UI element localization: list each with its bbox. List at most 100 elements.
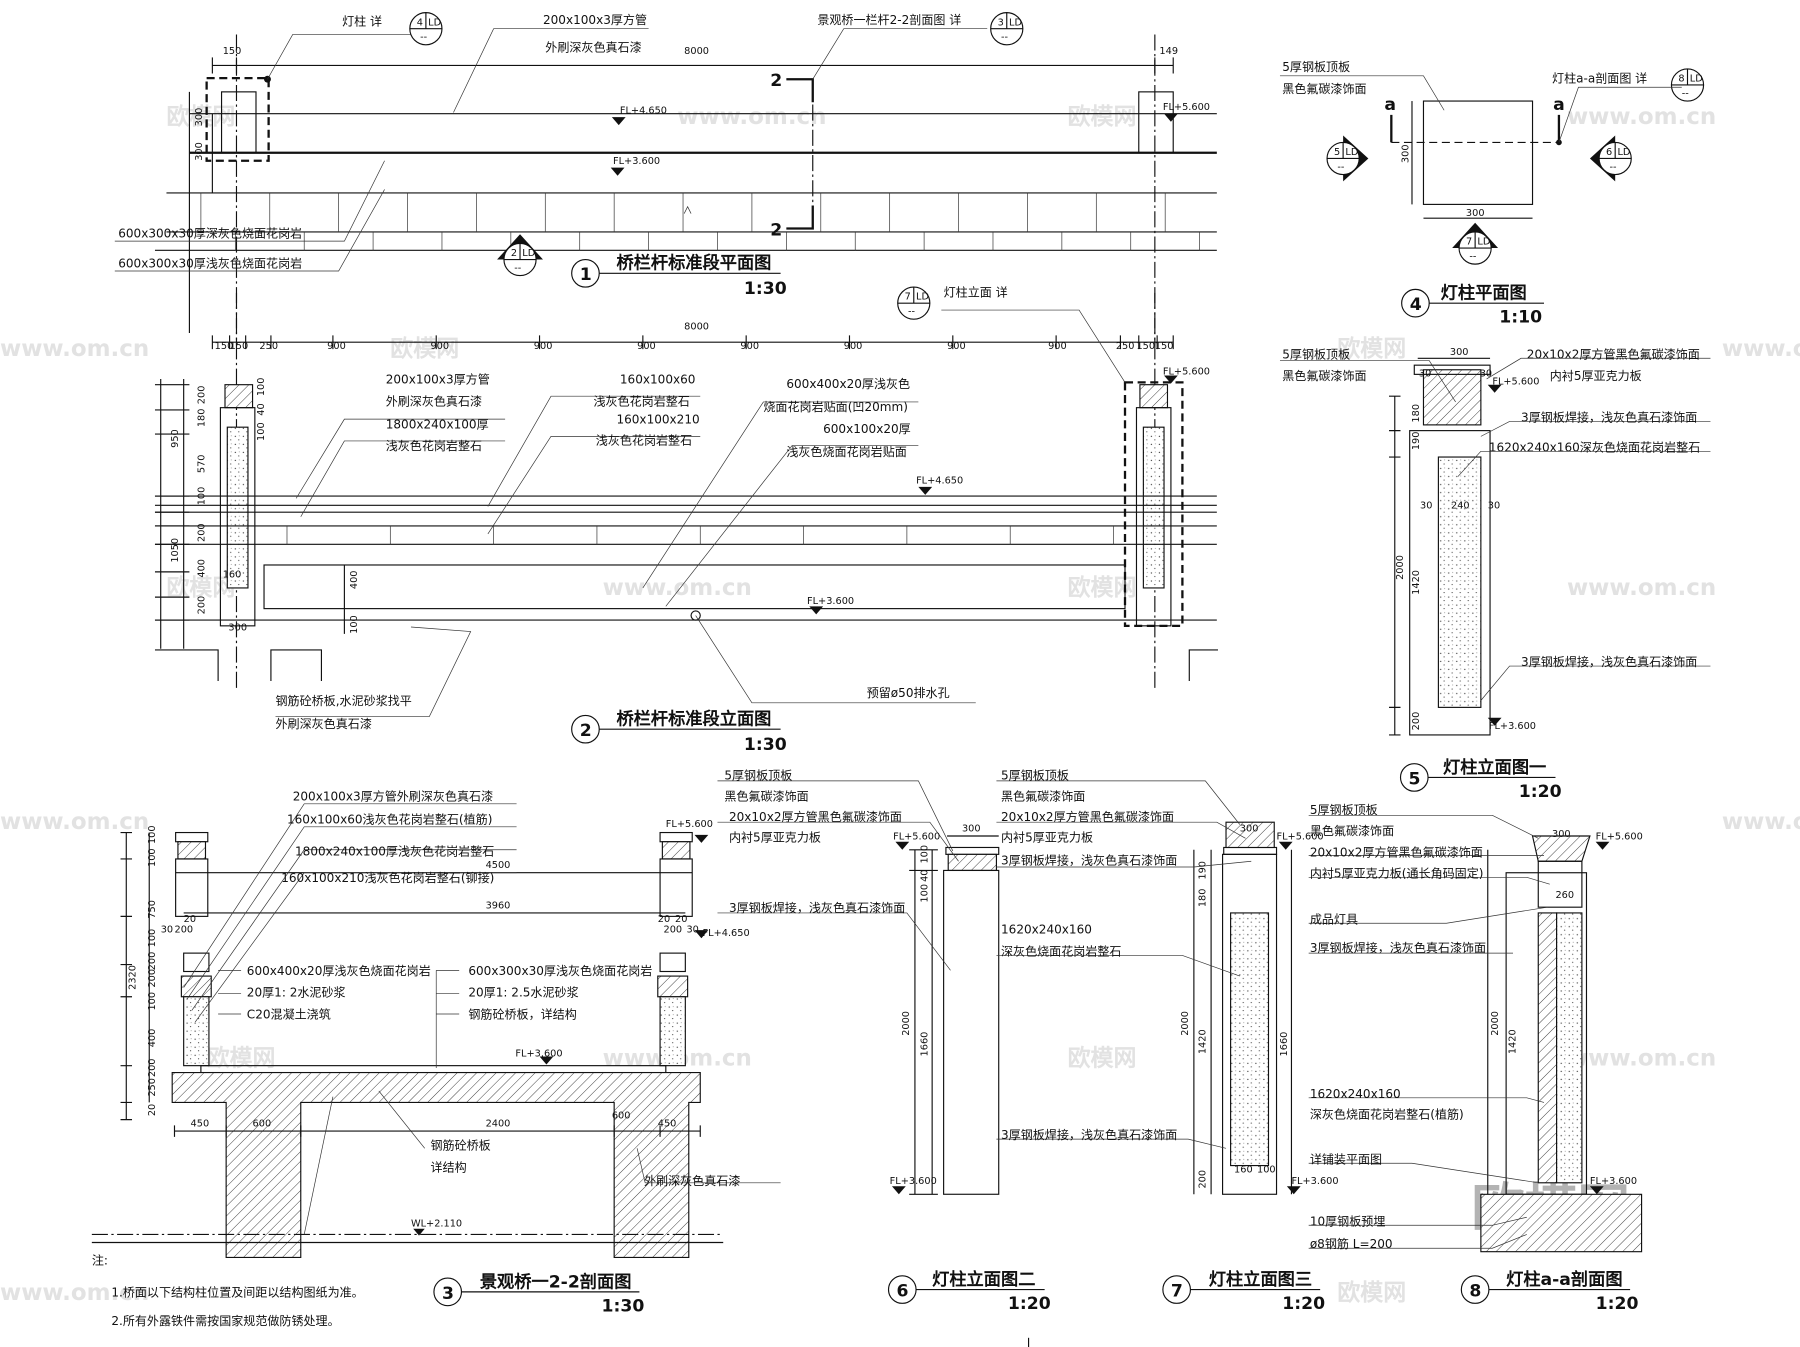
dim-text: 1420 <box>1411 570 1422 595</box>
level-mark: FL+3.600 <box>1291 1176 1338 1187</box>
watermark-logo: 欧模网 <box>1068 104 1137 130</box>
view-scale: 1:30 <box>744 735 787 755</box>
watermark-logo: 欧模网 <box>1337 336 1406 362</box>
title-number: 5 <box>1409 769 1421 789</box>
callout-section-ref[interactable]: 3 LD -- <box>990 12 1024 46</box>
watermark-site: www.om.cn <box>603 575 752 601</box>
section-marker-7[interactable]: 7 LD -- <box>1452 222 1499 265</box>
level-mark: FL+5.600 <box>1492 377 1539 388</box>
cut-mark: 2 <box>770 71 782 91</box>
annotation: 浅灰色烧面花岗岩贴面 <box>786 444 906 459</box>
annotation: 钢筋砼桥板，详结构 <box>468 1007 576 1022</box>
dim-text: 300 <box>962 823 981 834</box>
dim-text: 3960 <box>486 900 511 911</box>
annotation: 3厚钢板焊接，浅灰色真石漆饰面 <box>1521 409 1697 424</box>
dim-text: 200 <box>196 596 207 615</box>
view-scale: 1:20 <box>1008 1294 1051 1314</box>
annotation: 外刷深灰色真石漆 <box>386 394 482 408</box>
view-title: 灯柱平面图 <box>1441 283 1527 304</box>
dim-text: 900 <box>740 341 759 352</box>
callout-number: 3 <box>998 17 1004 28</box>
dim-text: 400 <box>196 559 207 578</box>
view-lamp-elevation-1: 5厚钢板顶板 黑色氟碳漆饰面 20x10x2厚方管黑色氟碳漆饰面 内衬5厚亚克力… <box>1279 346 1711 802</box>
dim-text: 190 <box>1197 861 1208 880</box>
dim-text: 300 <box>1401 144 1412 163</box>
dim-text: 4500 <box>486 860 511 871</box>
section-marker-5[interactable]: 5 LD -- <box>1326 135 1369 182</box>
level-mark: FL+3.600 <box>1489 721 1536 732</box>
dim-text: 900 <box>844 341 863 352</box>
dim-text: 20 <box>675 914 687 925</box>
dim-text: 100 <box>147 848 158 867</box>
watermark-site: www.om.cn <box>0 336 149 362</box>
watermark-logo: 欧模网 <box>1068 1046 1137 1072</box>
dim-text: 40 <box>920 869 931 881</box>
dim-text: 2000 <box>1490 1011 1501 1036</box>
dim-text: 300 <box>1552 829 1571 840</box>
level-mark: FL+5.600 <box>666 819 713 830</box>
level-mark: FL+5.600 <box>1596 831 1643 842</box>
dim-text: 150 <box>223 46 242 57</box>
view-title: 灯柱立面图二 <box>932 1269 1035 1290</box>
dim-text: 200 <box>1411 712 1422 731</box>
callout-sub: -- <box>514 263 522 274</box>
annotation: C20混凝土浇筑 <box>247 1007 331 1022</box>
level-mark: FL+3.600 <box>807 596 854 607</box>
view-lamp-plan: 5厚钢板顶板 黑色氟碳漆饰面 灯柱a-a剖面图 详 a a 300 300 4 … <box>1279 60 1682 328</box>
dim-text: 180 <box>1197 889 1208 908</box>
watermark-site: www.om.cn <box>0 1280 149 1306</box>
dim-text: 200 <box>664 924 683 935</box>
lamp-top-plate-label: 5厚钢板顶板 <box>1282 60 1350 74</box>
annotation: 外刷深灰色真石漆 <box>276 717 372 731</box>
level-mark: FL+5.600 <box>1277 831 1324 842</box>
annotation: 20厚1: 2.5水泥砂浆 <box>468 985 578 1000</box>
dim-text: 300 <box>1466 208 1485 219</box>
callout-number: 2 <box>511 248 517 259</box>
notes-heading: 注: <box>92 1252 108 1267</box>
annotation: 烧面花岗岩贴面(凹20mm) <box>763 399 908 414</box>
section-marker-elevation[interactable]: 2 LD -- <box>497 234 543 277</box>
section-marker-6[interactable]: 6 LD -- <box>1589 135 1632 182</box>
callout-lamp-elevation[interactable]: 7 LD -- <box>897 286 931 320</box>
annotation: 3厚钢板焊接，浅灰色真石漆饰面 <box>1521 654 1697 669</box>
view-scale: 1:30 <box>602 1296 645 1316</box>
annotation: 20x10x2厚方管黑色氟碳漆饰面 <box>1310 845 1483 860</box>
annotation: 浅灰色花岗岩整石 <box>593 393 689 408</box>
watermark-logo: 欧模网 <box>166 104 235 130</box>
dim-text: 100 <box>256 422 267 441</box>
annotation: 预留ø50排水孔 <box>867 686 950 700</box>
dim-text: 900 <box>430 341 449 352</box>
lamp-finish-label: 黑色氟碳漆饰面 <box>1282 82 1366 96</box>
view-title: 桥栏杆标准段平面图 <box>616 253 771 274</box>
title-number: 1 <box>580 265 592 285</box>
lamp-detail-label: 灯柱 详 <box>342 13 382 28</box>
annotation: 详结构 <box>430 1159 466 1174</box>
annotation: 成品灯具 <box>1310 912 1358 926</box>
callout-sheet: LD <box>1345 147 1358 158</box>
callout-sheet: LD <box>1617 147 1630 158</box>
dim-text: 200 <box>174 924 193 935</box>
annotation: 20厚1: 2水泥砂浆 <box>247 985 346 1000</box>
watermark-logo: 欧模网 <box>207 1046 276 1072</box>
level-mark: FL+3.600 <box>1590 1176 1637 1187</box>
dim-text: 2320 <box>127 965 138 990</box>
level-mark: FL+3.600 <box>890 1176 937 1187</box>
level-mark: FL+5.600 <box>1163 102 1210 113</box>
callout-lamp-section-ref[interactable]: 8 LD -- <box>1670 68 1705 102</box>
callout-number: 7 <box>1466 237 1472 248</box>
callout-lamp-detail[interactable]: 4 LD -- <box>409 12 443 46</box>
annotation: 内衬5厚亚克力板 <box>729 831 821 845</box>
dim-text: 450 <box>658 1119 677 1130</box>
dim-text: 250 <box>147 1078 158 1097</box>
level-mark: FL+5.600 <box>893 831 940 842</box>
dim-text: 190 <box>1411 432 1422 451</box>
dim-text: 900 <box>534 341 553 352</box>
dim-text: 950 <box>170 429 181 448</box>
level-mark: FL+3.600 <box>613 156 660 167</box>
watermark-logo: 欧模网 <box>390 336 459 362</box>
dim-text: 100 <box>147 929 158 948</box>
annotation: 3厚钢板焊接，浅灰色真石漆饰面 <box>1310 940 1486 955</box>
dim-text: 149 <box>1159 46 1178 57</box>
